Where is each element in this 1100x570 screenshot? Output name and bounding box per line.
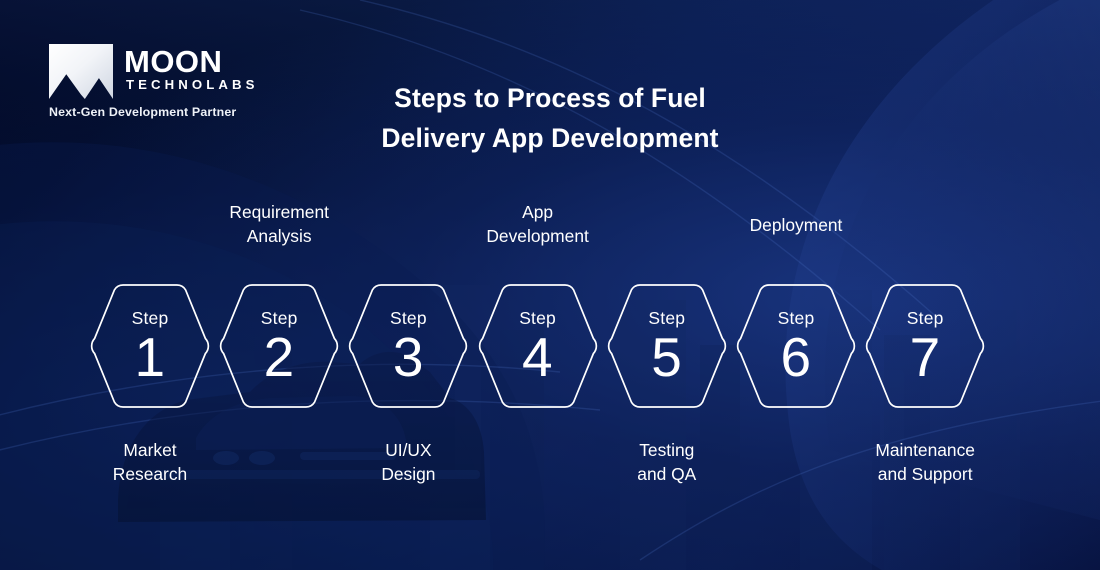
step-hexagon-outline <box>349 284 468 408</box>
step-hexagon-outline <box>607 284 726 408</box>
step-caption-line2-4: Development <box>486 226 589 247</box>
step-caption-line2-1: Research <box>112 464 188 485</box>
step-caption-line1-2: Requirement <box>229 202 329 222</box>
step-caption-line2-7: and Support <box>877 464 973 485</box>
brand-subname: TECHNOLABS <box>126 77 259 93</box>
step-caption-7: Maintenance and Support <box>810 438 1040 486</box>
page-title-line2: Delivery App Development <box>381 123 719 154</box>
brand-tagline: Next-Gen Development Partner <box>49 105 237 119</box>
step-caption-line1-6: Deployment <box>749 215 843 235</box>
vehicle-silhouette <box>118 351 486 522</box>
step-caption-line1-5: Testing <box>639 440 695 460</box>
step-hexagon-outline <box>90 284 210 408</box>
step-caption-line2-2: Analysis <box>246 226 312 247</box>
step-hexagon-outline <box>478 284 597 408</box>
step-caption-line1-3: UI/UX <box>385 440 432 460</box>
step-hexagon-outline <box>736 284 856 408</box>
step-caption-6: Deployment <box>681 213 911 237</box>
step-caption-line1-4: App <box>522 202 554 222</box>
brand-logo[interactable]: MOON TECHNOLABS Next-Gen Development Par… <box>49 44 264 119</box>
step-caption-line1-7: Maintenance <box>875 440 975 460</box>
top-glow <box>0 0 1100 180</box>
step-hexagon-outline <box>865 284 985 408</box>
step-caption-5: Testing and QA <box>552 438 782 486</box>
brand-name: MOON <box>124 44 223 79</box>
page-title-line1: Steps to Process of Fuel <box>394 83 706 113</box>
step-caption-line2-3: Design <box>381 464 436 485</box>
step-hexagon-outline <box>219 284 339 408</box>
step-caption-line2-5: and QA <box>637 464 697 485</box>
step-caption-line1-1: Market <box>123 440 177 460</box>
step-caption-3: UI/UX Design <box>293 438 523 486</box>
page-title: Steps to Process of Fuel Delivery App De… <box>300 78 800 159</box>
